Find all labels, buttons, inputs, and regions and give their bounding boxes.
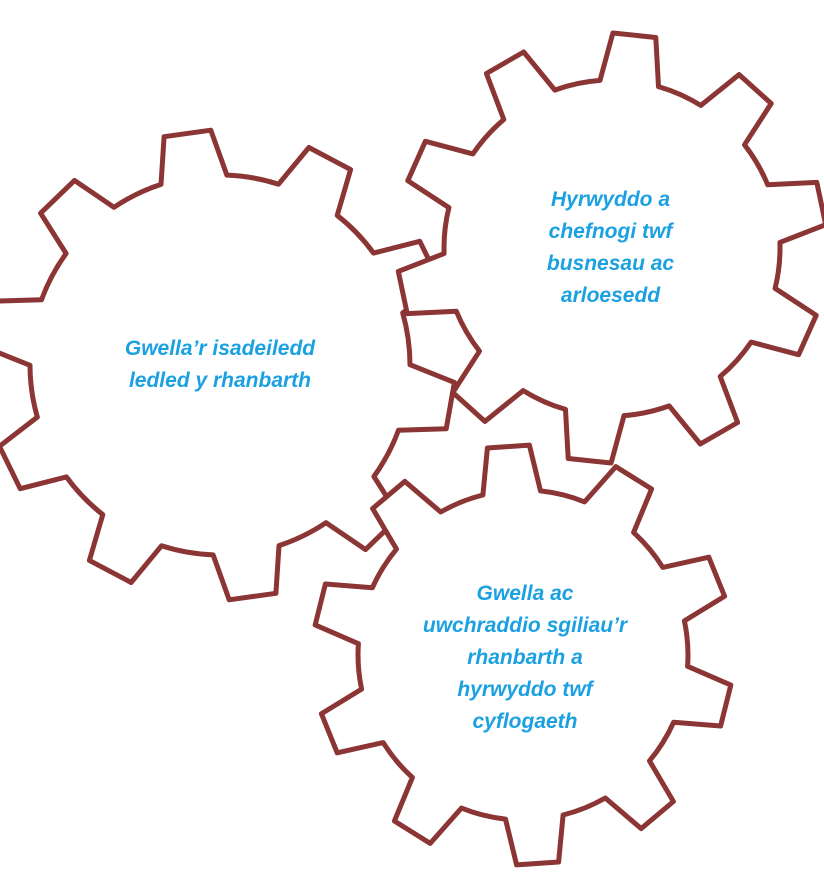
gear-skills [312, 442, 734, 868]
gear-label-line: chefnogi twf [548, 219, 673, 243]
gear-label-line: cyflogaeth [472, 709, 578, 733]
gear-label-line: Gwella ac [476, 581, 574, 605]
gear-label-line: uwchraddio sgiliau’r [422, 613, 628, 637]
gear-label-business: Hyrwyddo a chefnogi twf busnesau ac arlo… [468, 165, 753, 330]
gear-label-skills: Gwella ac uwchraddio sgiliau’r rhanbarth… [365, 560, 685, 755]
gear-label-line: Hyrwyddo a [550, 187, 671, 211]
gear-label-line: ledled y rhanbarth [128, 369, 312, 392]
gear-label-line: busnesau ac [546, 251, 675, 275]
gear-label-line: arloesedd [560, 283, 661, 307]
gear-label-line: Gwella’r isadeiledd [124, 337, 316, 360]
gear-infrastructure [0, 127, 457, 603]
gear-business [395, 30, 824, 466]
gear-label-line: rhanbarth a [467, 645, 583, 669]
gear-label-line: hyrwyddo twf [457, 677, 593, 701]
gear-label-infrastructure: Gwella’r isadeiledd ledled y rhanbarth [60, 320, 380, 410]
